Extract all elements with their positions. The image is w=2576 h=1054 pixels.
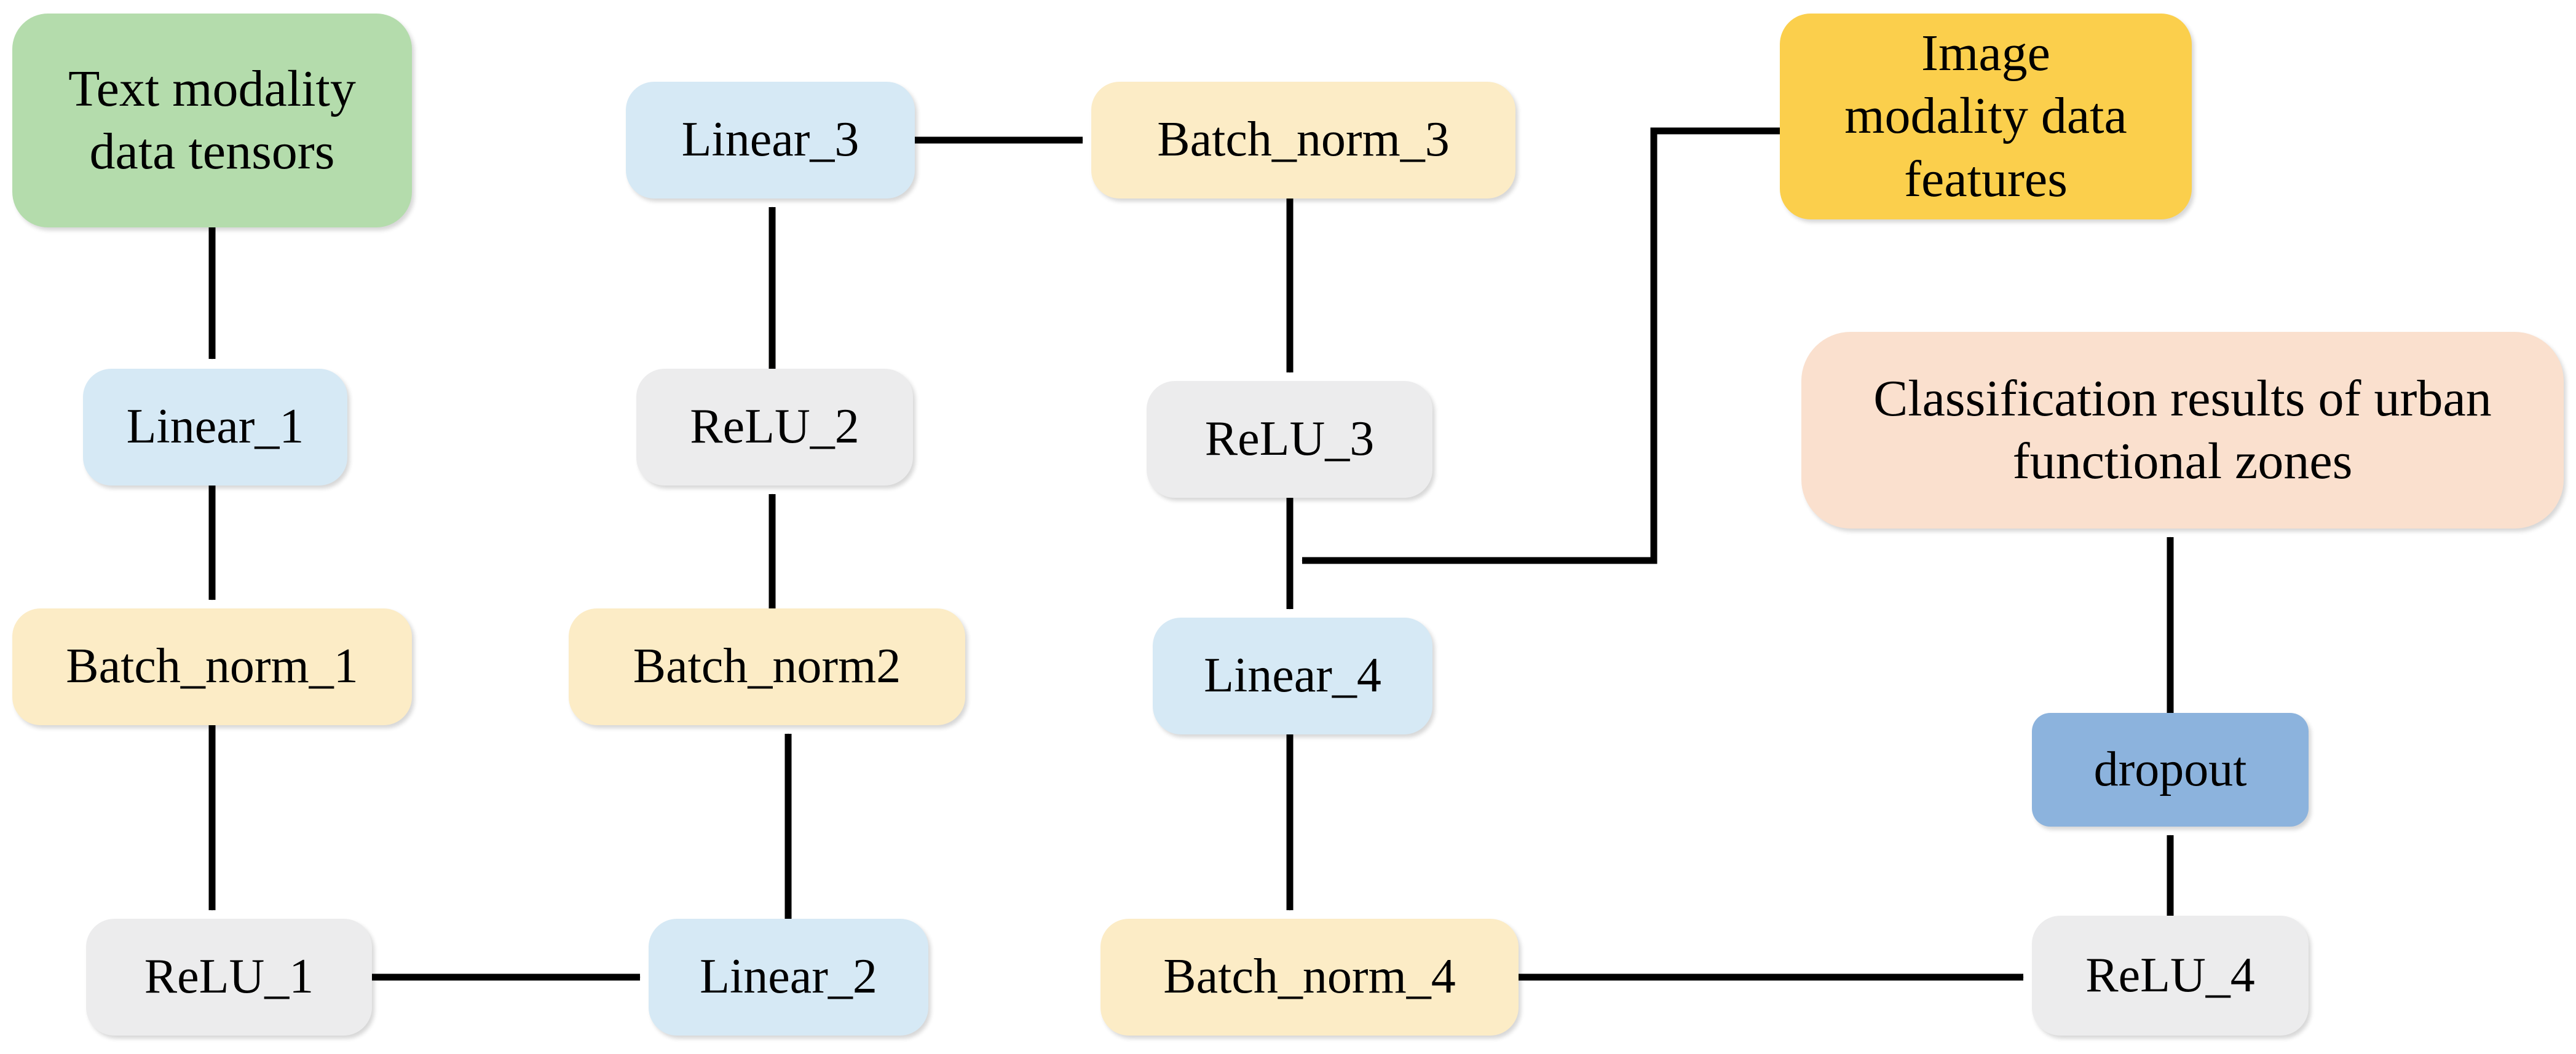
node-batch-norm-1[interactable]: Batch_norm_1 <box>12 608 412 725</box>
node-label-batch-norm-3: Batch_norm_3 <box>1157 112 1450 167</box>
node-linear-3[interactable]: Linear_3 <box>626 82 915 199</box>
node-label-relu-2: ReLU_2 <box>690 399 859 454</box>
node-relu-4[interactable]: ReLU_4 <box>2032 916 2309 1036</box>
node-label-text-modality: Text modality data tensors <box>68 60 356 180</box>
node-batch-norm-4[interactable]: Batch_norm_4 <box>1100 919 1519 1036</box>
node-batch-norm-2[interactable]: Batch_norm2 <box>569 608 965 725</box>
node-label-image-modality: Image modality data features <box>1844 24 2127 208</box>
node-batch-norm-3[interactable]: Batch_norm_3 <box>1091 82 1515 199</box>
node-label-dropout: dropout <box>2093 742 2247 796</box>
node-label-classification-results: Classification results of urban function… <box>1873 369 2492 490</box>
node-relu-1[interactable]: ReLU_1 <box>86 919 372 1036</box>
node-dropout[interactable]: dropout <box>2032 713 2309 827</box>
node-classification-results[interactable]: Classification results of urban function… <box>1801 332 2564 529</box>
node-label-relu-3: ReLU_3 <box>1204 412 1375 466</box>
node-linear-1[interactable]: Linear_1 <box>83 369 347 486</box>
node-linear-4[interactable]: Linear_4 <box>1153 618 1432 734</box>
node-label-batch-norm-1: Batch_norm_1 <box>66 639 358 694</box>
node-label-linear-3: Linear_3 <box>681 112 859 167</box>
node-linear-2[interactable]: Linear_2 <box>649 919 928 1036</box>
node-label-linear-1: Linear_1 <box>126 399 304 454</box>
node-label-relu-1: ReLU_1 <box>144 950 314 1004</box>
node-text-modality[interactable]: Text modality data tensors <box>12 14 412 227</box>
node-image-modality[interactable]: Image modality data features <box>1780 14 2192 219</box>
node-label-batch-norm-2: Batch_norm2 <box>633 639 901 694</box>
node-label-batch-norm-4: Batch_norm_4 <box>1163 950 1456 1004</box>
node-relu-2[interactable]: ReLU_2 <box>636 369 913 486</box>
node-label-linear-2: Linear_2 <box>700 950 877 1004</box>
node-label-linear-4: Linear_4 <box>1204 648 1381 703</box>
node-label-relu-4: ReLU_4 <box>2085 948 2255 1002</box>
node-relu-3[interactable]: ReLU_3 <box>1147 381 1432 498</box>
